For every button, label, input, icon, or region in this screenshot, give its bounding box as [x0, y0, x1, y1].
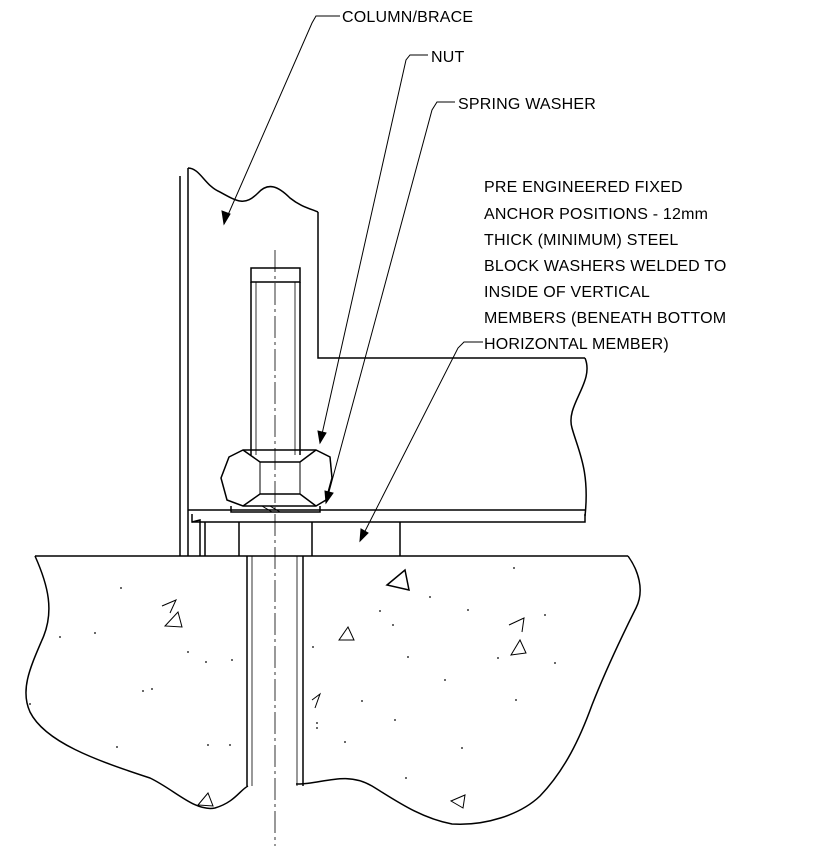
concrete-slab [25, 555, 641, 825]
hex-nut [220, 449, 333, 507]
anchor-rod [246, 250, 304, 846]
label-spring-washer: SPRING WASHER [458, 96, 596, 113]
anchor-note-line: MEMBERS (BENEATH BOTTOM [484, 310, 726, 327]
aggregate-triangle [161, 599, 177, 614]
aggregate-triangle [311, 692, 322, 709]
anchor-note-line: PRE ENGINEERED FIXED [484, 179, 683, 196]
block-washer [204, 522, 401, 556]
aggregate-triangle [338, 625, 355, 641]
anchor-note-line: HORIZONTAL MEMBER) [484, 336, 669, 353]
label-nut: NUT [431, 49, 465, 66]
aggregate-triangle [385, 568, 410, 591]
leader-lines [221, 15, 483, 543]
aggregate-triangle [163, 610, 183, 628]
anchor-note-line: ANCHOR POSITIONS - 12mm [484, 206, 708, 223]
spring-washer [230, 505, 321, 513]
anchor-note-line: BLOCK WASHERS WELDED TO [484, 258, 727, 275]
label-column-brace: COLUMN/BRACE [342, 9, 473, 26]
column-brace [179, 167, 588, 556]
aggregate-triangle [508, 617, 525, 633]
anchor-note-line: INSIDE OF VERTICAL [484, 284, 650, 301]
anchor-note-line: THICK (MINIMUM) STEEL [484, 232, 678, 249]
aggregate-triangle [196, 792, 214, 807]
aggregate-triangle [449, 794, 466, 809]
aggregate-triangle [510, 638, 527, 656]
aggregate-dots [29, 567, 556, 779]
anchor-note: PRE ENGINEERED FIXED ANCHOR POSITIONS - … [484, 179, 727, 353]
